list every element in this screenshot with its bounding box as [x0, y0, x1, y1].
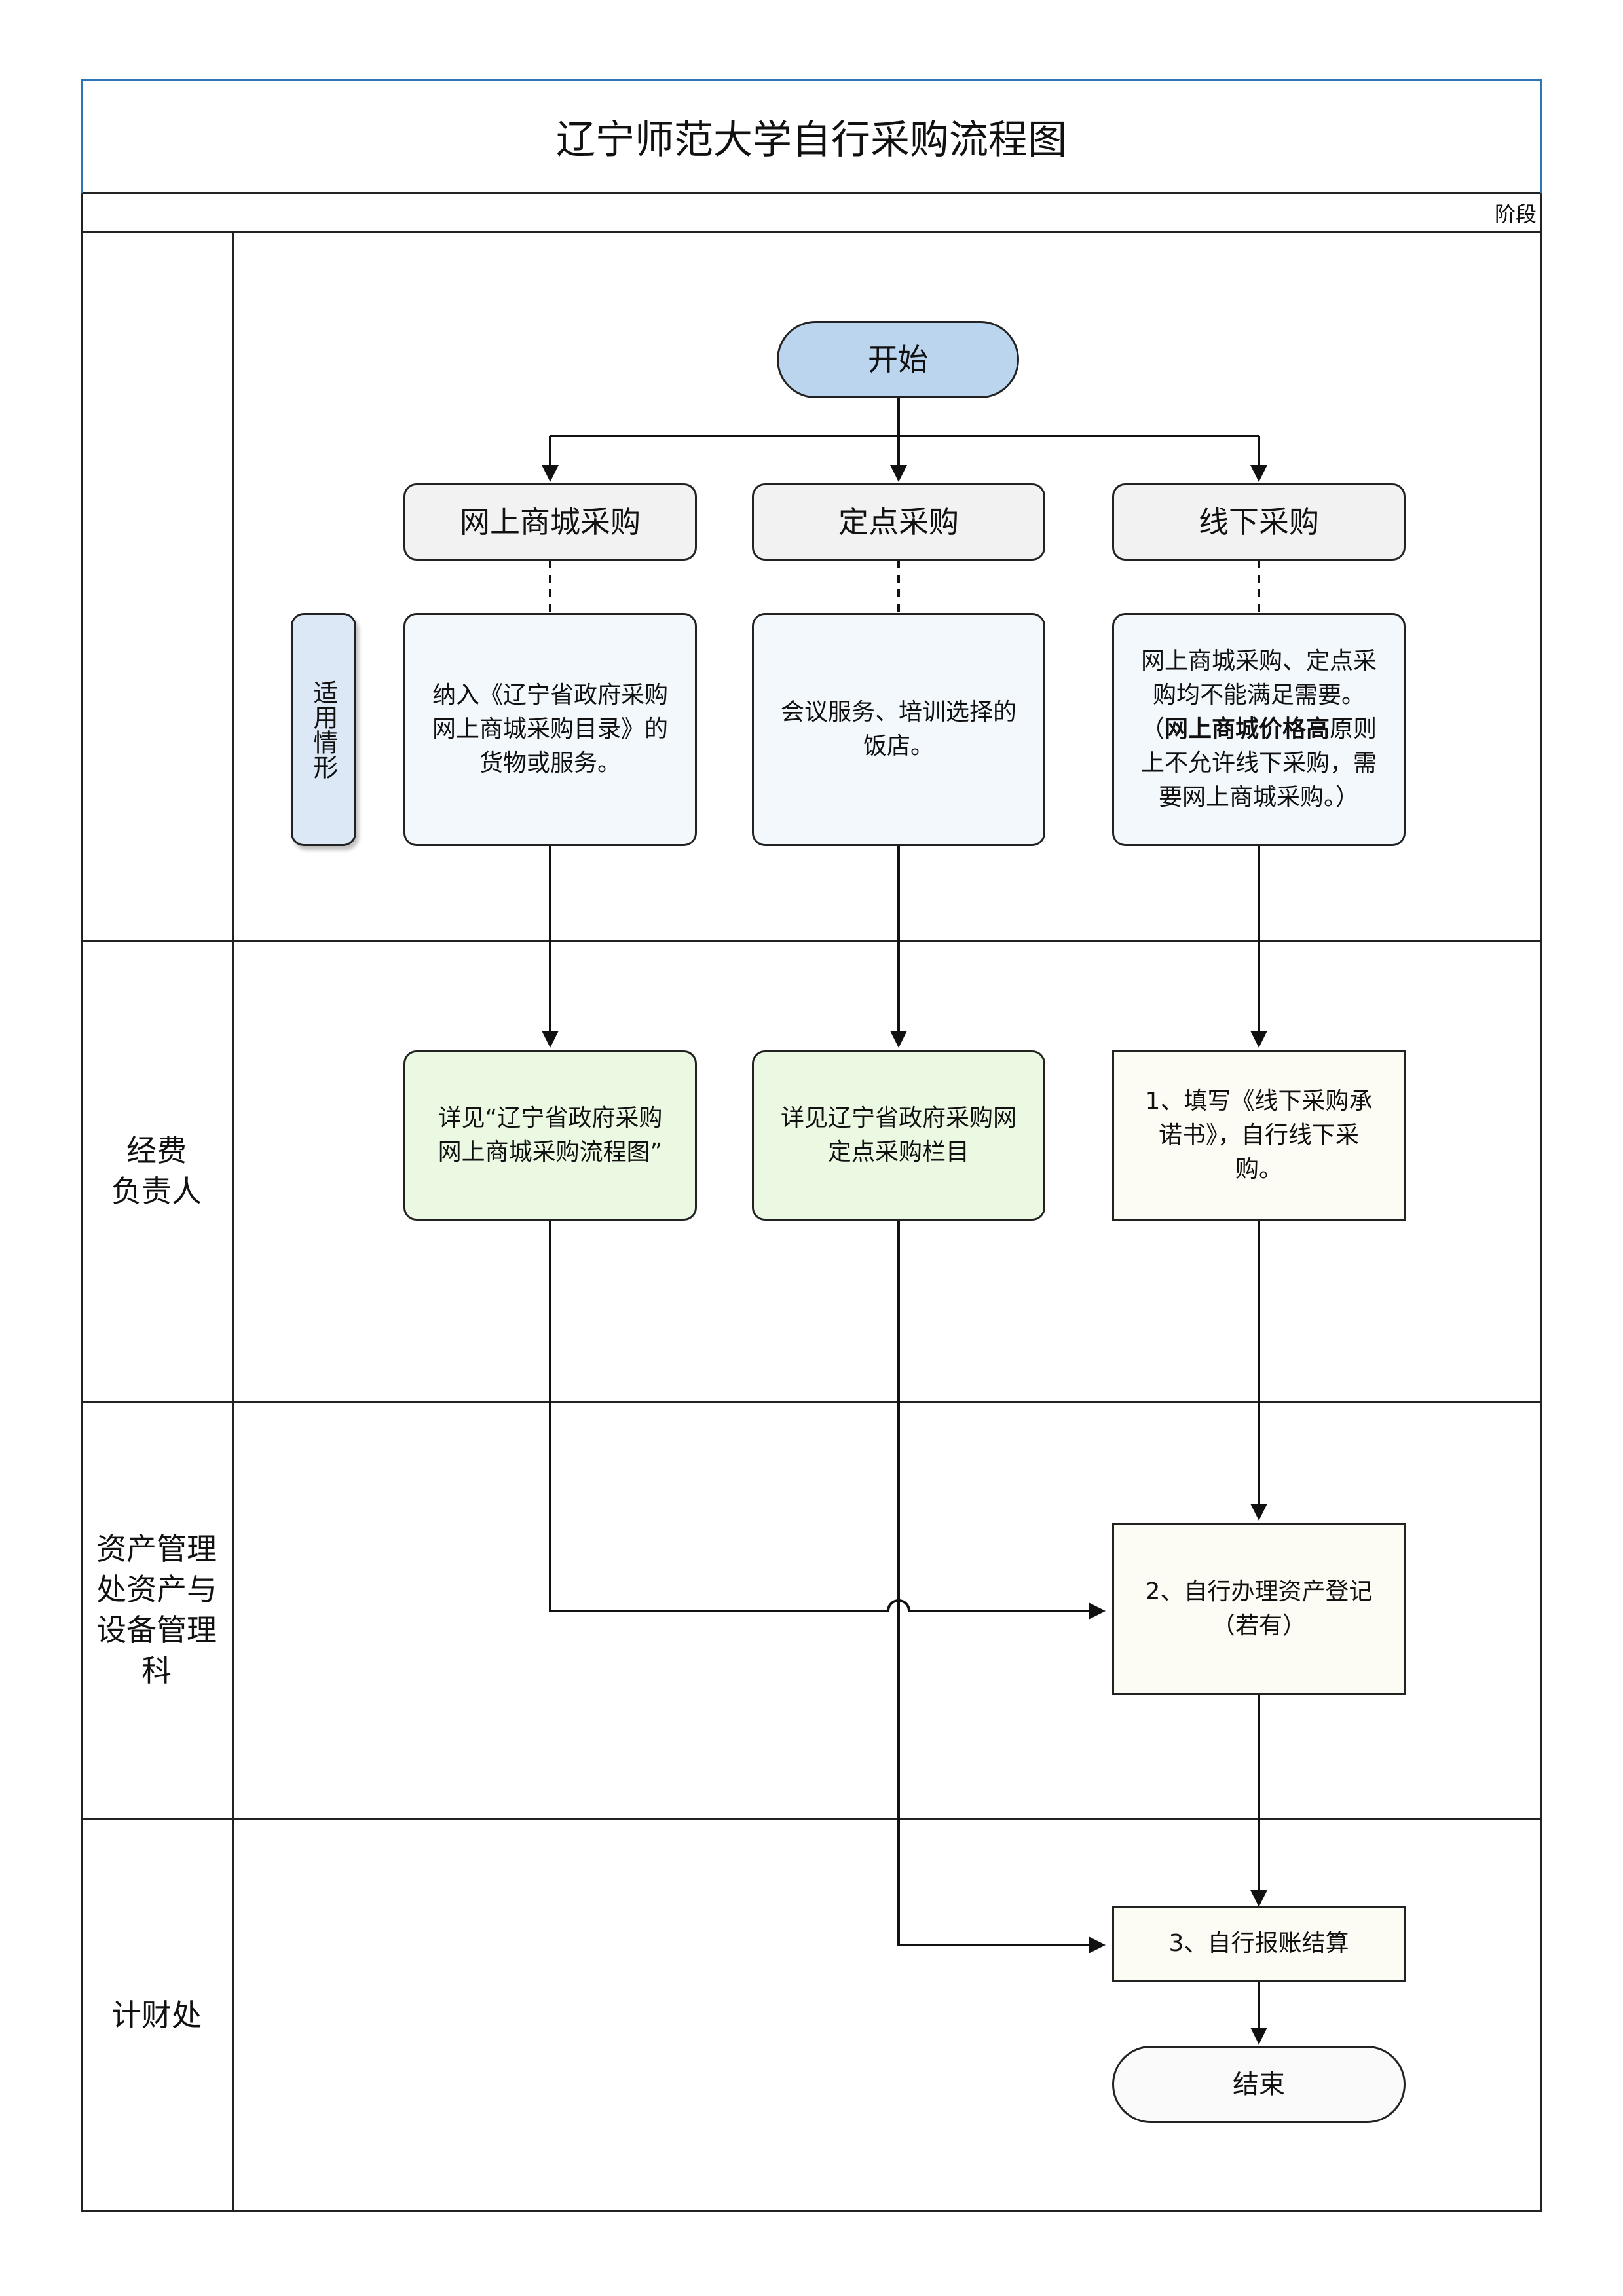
arrowhead	[1250, 1504, 1267, 1521]
arrowhead	[1089, 1602, 1106, 1620]
connector-designated-to-step3	[897, 1221, 1102, 1946]
node-online-detail: 详见“辽宁省政府采购 网上商城采购流程图”	[403, 1050, 697, 1221]
node-offline: 线下采购	[1112, 483, 1406, 561]
node-online-condition: 纳入《辽宁省政府采购 网上商城采购目录》的 货物或服务。	[403, 613, 697, 846]
offline-condition-emphasis: 网上商城价格高	[1164, 716, 1330, 743]
stage-label: 阶段	[1494, 201, 1537, 227]
lane-separator	[81, 940, 1542, 942]
lane-separator	[81, 1818, 1542, 1820]
arrowhead	[542, 1031, 559, 1048]
lane-label-divider	[232, 233, 234, 2212]
node-step1: 1、填写《线下采购承 诺书》，自行线下采 购。	[1112, 1050, 1406, 1221]
arrowhead	[1089, 1936, 1106, 1953]
arrowhead	[890, 465, 907, 482]
offline-condition-text: 网上商城采购、定点采 购均不能满足需要。 （	[1140, 648, 1377, 743]
node-online-mall: 网上商城采购	[403, 483, 697, 561]
node-end: 结束	[1112, 2046, 1406, 2123]
lane-label-asset-office: 资产管理 处资产与 设备管理 科	[96, 1531, 217, 1688]
node-designated-detail: 详见辽宁省政府采购网 定点采购栏目	[752, 1050, 1045, 1221]
arrowhead	[542, 465, 559, 482]
arrowhead	[1250, 1031, 1267, 1048]
lane-label-fund-manager: 经费 负责人	[111, 1133, 202, 1209]
arrowhead	[890, 1031, 907, 1048]
lane-label-finance: 计财处	[111, 1997, 202, 2033]
node-start: 开始	[777, 321, 1019, 398]
node-step2: 2、自行办理资产登记 （若有）	[1112, 1523, 1406, 1695]
diagram-title: 辽宁师范大学自行采购流程图	[81, 79, 1542, 194]
node-designated-condition: 会议服务、培训选择的 饭店。	[752, 613, 1045, 846]
node-offline-condition: 网上商城采购、定点采 购均不能满足需要。 （网上商城价格高原则 上不允许线下采购…	[1112, 613, 1406, 846]
lane-separator	[81, 1401, 1542, 1403]
arrowhead	[1250, 2028, 1267, 2045]
connector-online-to-step2	[549, 1221, 1102, 1612]
arrowhead	[1250, 465, 1267, 482]
node-designated: 定点采购	[752, 483, 1045, 561]
node-step3: 3、自行报账结算	[1112, 1906, 1406, 1982]
arrowhead	[1250, 1890, 1267, 1907]
condition-tag: 适用情形	[291, 613, 356, 846]
offline-condition-text-2: 原则 上不允许线下采购，需 要网上商城采购。）	[1140, 716, 1377, 811]
stage-header: 阶段	[81, 194, 1542, 233]
